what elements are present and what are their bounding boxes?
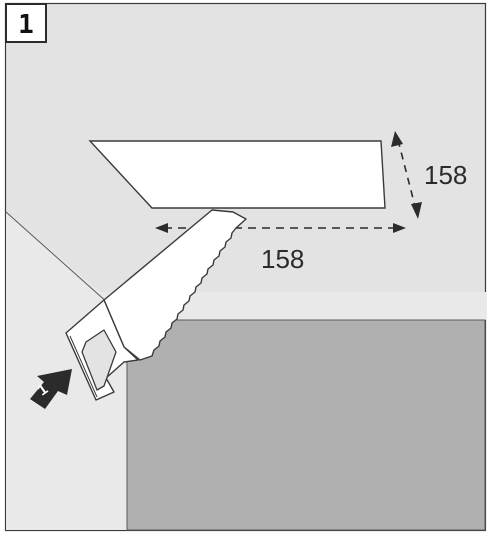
saw-handle-slot — [81, 329, 117, 391]
step-number: 1 — [18, 10, 34, 40]
cutout-panel — [88, 140, 386, 209]
height-arrow-bottom — [411, 202, 422, 219]
saw-handle-edge — [69, 335, 98, 398]
height-arrow-top — [391, 131, 403, 147]
step-number-box — [5, 3, 47, 43]
width-arrow-left — [155, 223, 168, 233]
cabinet-block — [126, 319, 486, 531]
direction-arrow-icon — [30, 369, 72, 409]
height-dimension-label: 158 — [424, 160, 467, 190]
width-dimension-label: 158 — [261, 244, 304, 274]
saw-blade — [103, 209, 247, 361]
direction-marker: 1 — [30, 369, 72, 409]
width-arrow-right — [393, 223, 406, 233]
wall-lower-band — [6, 212, 486, 530]
jigsaw-saw — [65, 209, 247, 401]
